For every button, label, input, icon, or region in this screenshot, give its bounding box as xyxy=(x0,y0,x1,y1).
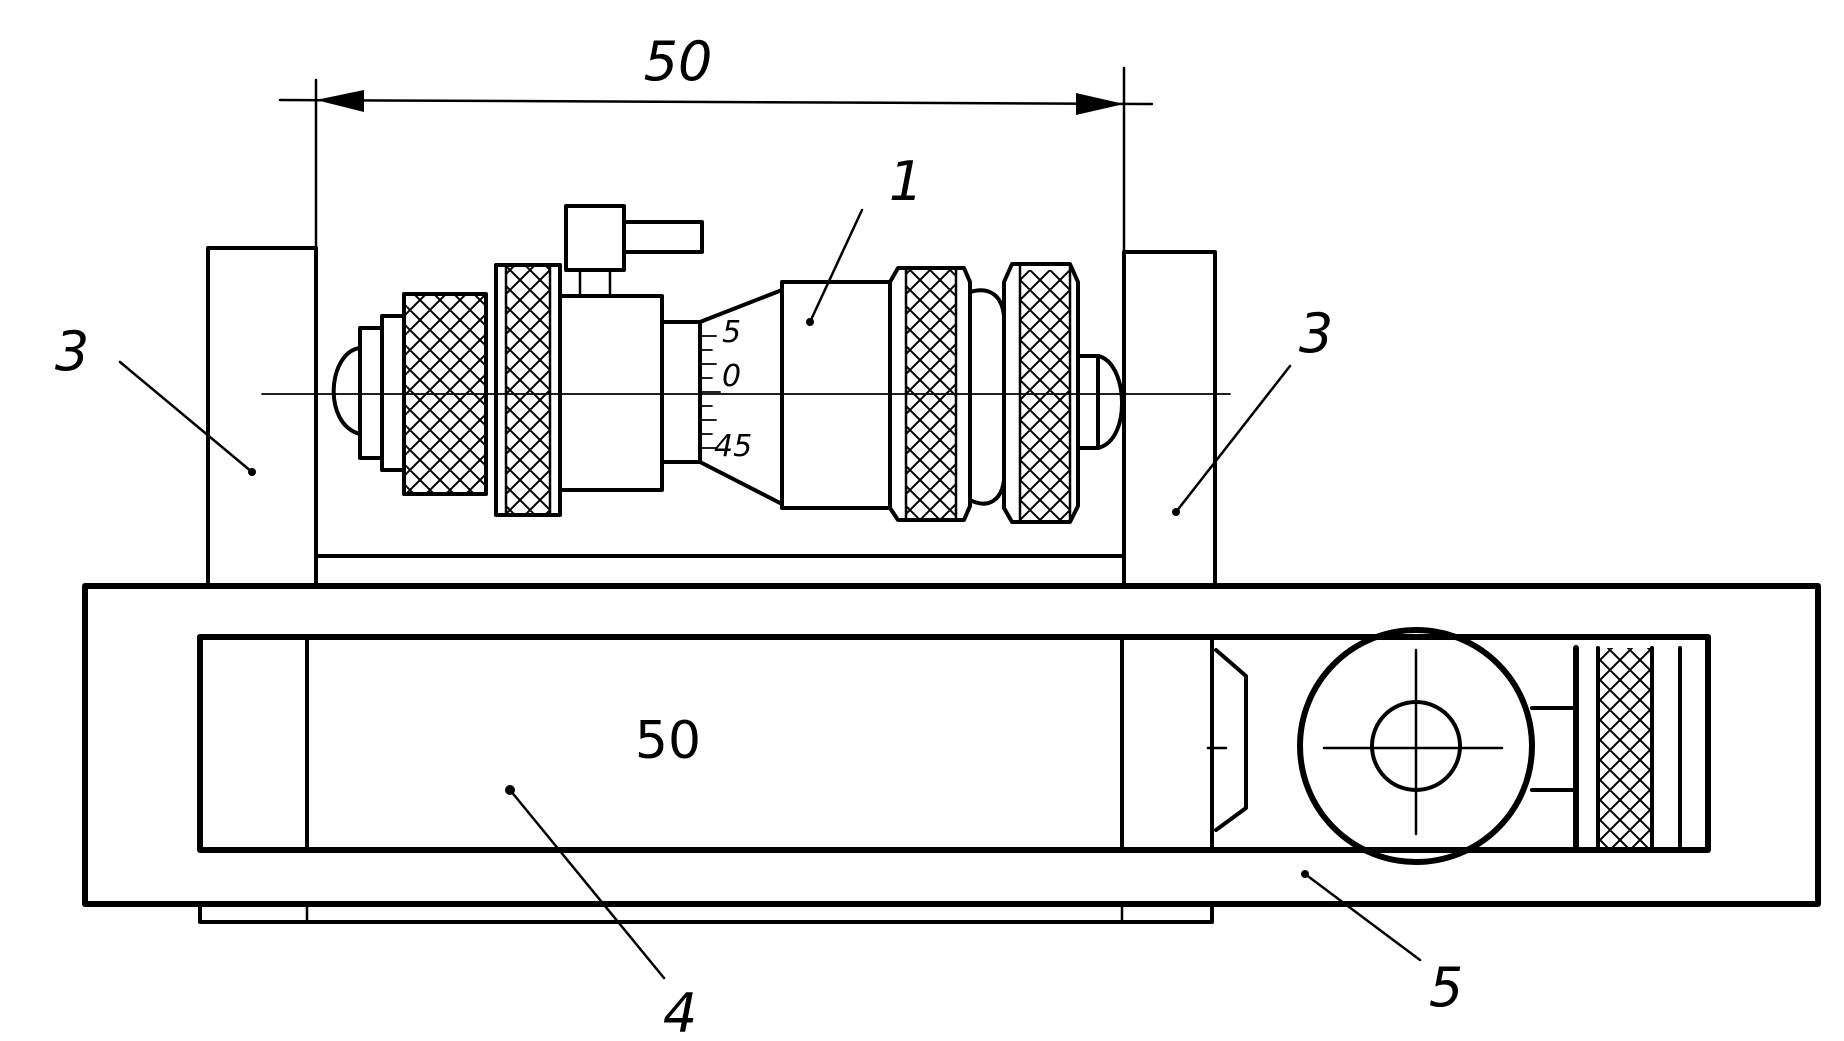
gauge-block-label: 50 xyxy=(635,711,701,771)
clamp-screw-knurl xyxy=(1573,645,1682,853)
callout-holder-right: 3 xyxy=(1299,302,1333,365)
scale-mark-top: 5 xyxy=(722,315,741,350)
leader-lines xyxy=(118,208,1422,980)
thimble-scale-ticks xyxy=(699,335,721,449)
micrometer xyxy=(261,204,1231,524)
callout-bracket: 5 xyxy=(1429,956,1463,1019)
holder-left xyxy=(206,246,318,587)
callout-holder-left: 3 xyxy=(55,320,89,383)
holder-right xyxy=(1122,250,1217,587)
support-strip xyxy=(314,554,1126,587)
callout-micrometer: 1 xyxy=(889,150,923,213)
dimension-label: 50 xyxy=(644,30,713,93)
callout-gauge-block: 4 xyxy=(663,982,697,1041)
base-frame xyxy=(82,583,1821,924)
scale-mark-middle: 0 xyxy=(722,359,741,394)
clamp-pad xyxy=(1206,648,1248,832)
clamp-wheel xyxy=(1297,627,1578,865)
scale-mark-bottom: 45 xyxy=(714,429,752,464)
